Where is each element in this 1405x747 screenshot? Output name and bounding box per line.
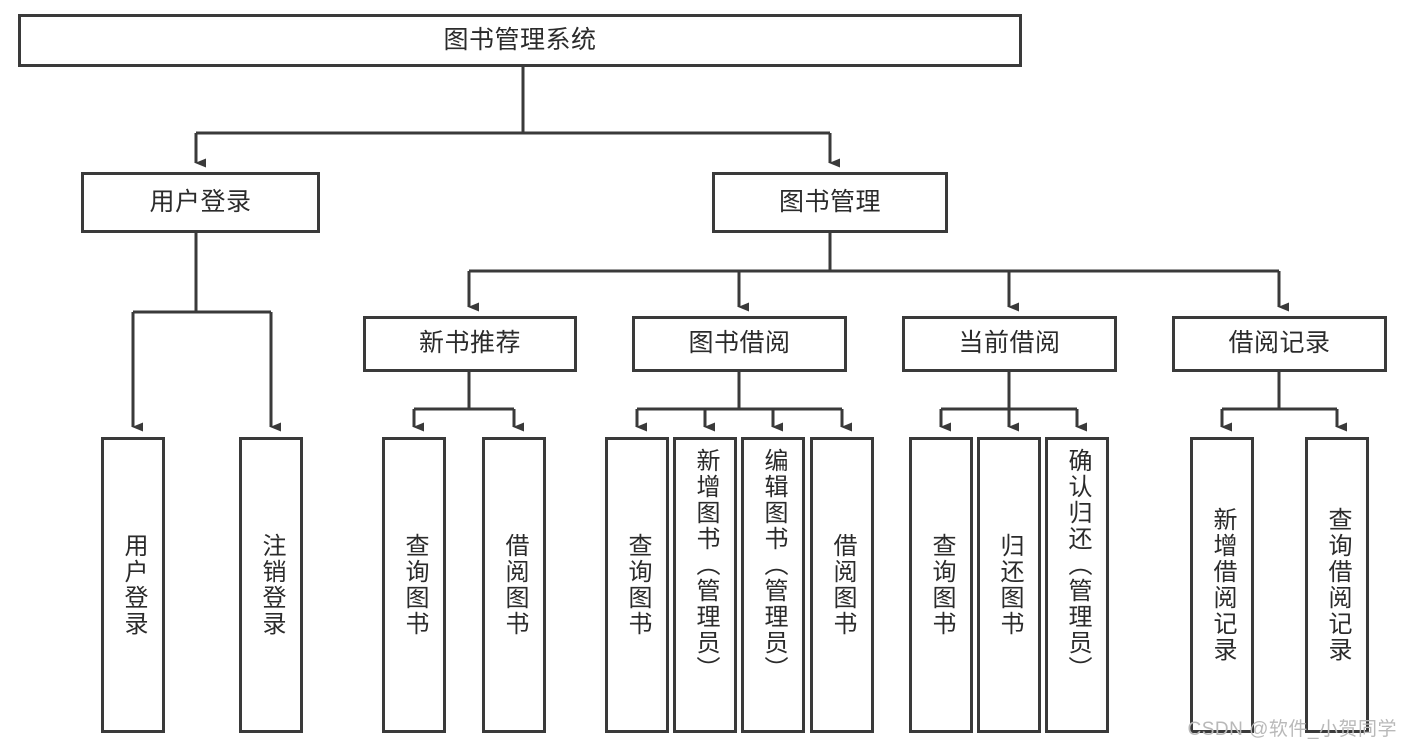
leaf-book-borrow-edit-book-admin[interactable]: 编辑图书（管理员） xyxy=(741,437,805,733)
node-book-borrow[interactable]: 图书借阅 xyxy=(632,316,847,372)
node-new-book-recommend[interactable]: 新书推荐 xyxy=(363,316,577,372)
leaf-new-book-borrow-books[interactable]: 借阅图书 xyxy=(482,437,546,733)
node-label: 归还图书 xyxy=(996,533,1023,637)
node-borrow-record[interactable]: 借阅记录 xyxy=(1172,316,1387,372)
node-label: 图书管理 xyxy=(778,187,881,216)
csdn-watermark: CSDN @软件_小贺同学 xyxy=(1187,719,1397,740)
node-label: 新书推荐 xyxy=(418,329,521,358)
node-label: 查询图书 xyxy=(624,533,651,637)
node-current-borrow[interactable]: 当前借阅 xyxy=(902,316,1117,372)
node-label: 用户登录 xyxy=(120,533,147,637)
leaf-current-borrow-query-books[interactable]: 查询图书 xyxy=(909,437,973,733)
node-label: 查询图书 xyxy=(928,533,955,637)
node-label: 查询借阅记录 xyxy=(1324,507,1351,663)
node-root-book-management-system[interactable]: 图书管理系统 xyxy=(18,14,1022,67)
node-label: 注销登录 xyxy=(258,533,285,637)
leaf-user-login-signout[interactable]: 注销登录 xyxy=(239,437,303,733)
leaf-current-borrow-return-books[interactable]: 归还图书 xyxy=(977,437,1041,733)
node-label: 当前借阅 xyxy=(958,329,1061,358)
leaf-borrow-record-add-record[interactable]: 新增借阅记录 xyxy=(1190,437,1254,733)
node-label: 确认归还（管理员） xyxy=(1064,448,1091,682)
node-label: 图书管理系统 xyxy=(443,25,597,54)
leaf-book-borrow-add-book-admin[interactable]: 新增图书（管理员） xyxy=(673,437,737,733)
node-label: 借阅图书 xyxy=(829,533,856,637)
node-label: 借阅记录 xyxy=(1228,329,1331,358)
node-label: 新增图书（管理员） xyxy=(692,448,719,682)
node-label: 查询图书 xyxy=(401,533,428,637)
leaf-user-login-signin[interactable]: 用户登录 xyxy=(101,437,165,733)
node-user-login[interactable]: 用户登录 xyxy=(81,172,320,233)
leaf-new-book-query-books[interactable]: 查询图书 xyxy=(382,437,446,733)
node-book-management[interactable]: 图书管理 xyxy=(712,172,948,233)
node-label: 用户登录 xyxy=(149,187,252,216)
leaf-current-borrow-confirm-return-admin[interactable]: 确认归还（管理员） xyxy=(1045,437,1109,733)
node-label: 借阅图书 xyxy=(501,533,528,637)
leaf-book-borrow-borrow-books[interactable]: 借阅图书 xyxy=(810,437,874,733)
node-label: 图书借阅 xyxy=(688,329,791,358)
node-label: 新增借阅记录 xyxy=(1209,507,1236,663)
leaf-borrow-record-query-record[interactable]: 查询借阅记录 xyxy=(1305,437,1369,733)
leaf-book-borrow-query-books[interactable]: 查询图书 xyxy=(605,437,669,733)
node-label: 编辑图书（管理员） xyxy=(760,448,787,682)
